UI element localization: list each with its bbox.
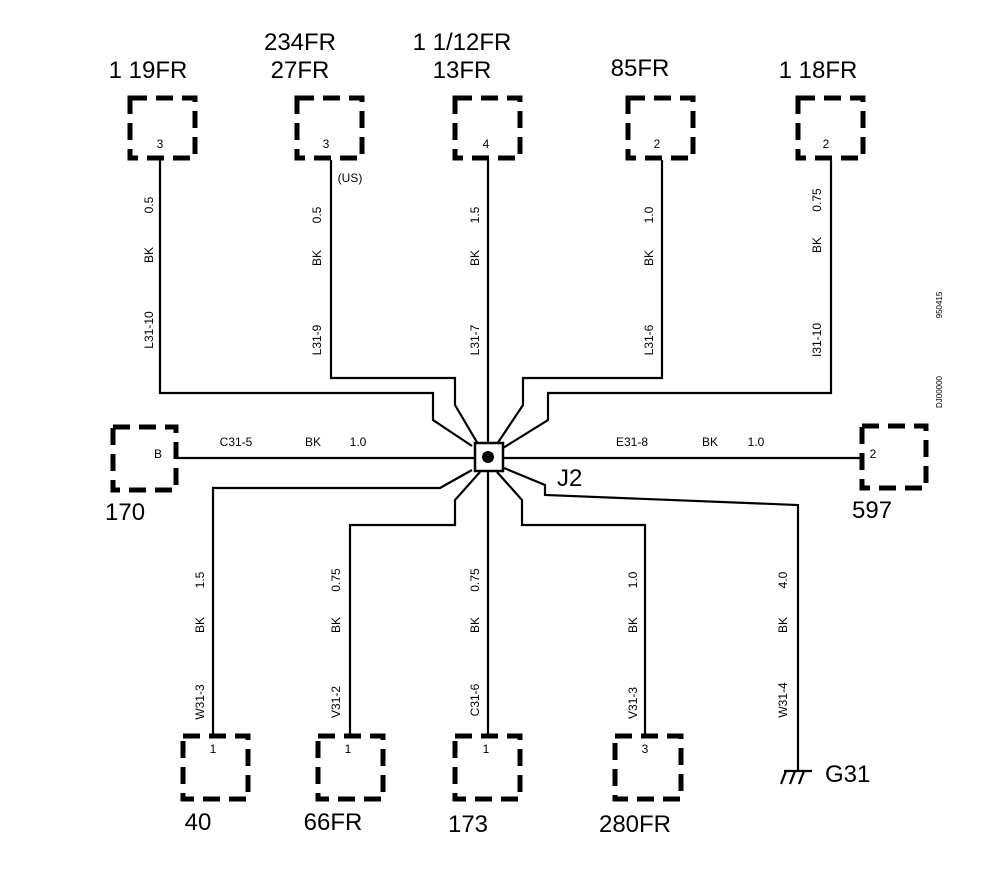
c-173-wire-color: BK xyxy=(468,617,482,633)
c-27fr-wire-code: L31-9 xyxy=(310,324,324,355)
c-173-wire-size: 0.75 xyxy=(468,568,482,592)
c-66fr-wire-code: V31-2 xyxy=(329,686,343,718)
c-597-pin-label: 2 xyxy=(870,447,877,461)
c-170-wire-color: BK xyxy=(305,435,321,449)
g31-wire-color: BK xyxy=(776,617,790,633)
c-27fr-wire-color: BK xyxy=(310,250,324,266)
c-118fr-name-label: 1 18FR xyxy=(779,57,858,84)
c-173-wire-code: C31-6 xyxy=(468,683,482,716)
c-173-pin-label: 1 xyxy=(483,742,490,756)
c-280fr-wire-size: 1.0 xyxy=(626,571,640,588)
side-code-1: 950415 xyxy=(935,291,944,318)
c-119fr-wire-code: L31-10 xyxy=(142,311,156,349)
splice-j2-label: J2 xyxy=(557,465,582,492)
c-280fr-wire xyxy=(496,471,647,736)
c-40-wire xyxy=(211,469,473,736)
c-27fr-wire xyxy=(329,160,479,445)
ground-g31-label: G31 xyxy=(825,761,870,788)
c-85fr-wire-color: BK xyxy=(642,250,656,266)
c-13fr-wire-color: BK xyxy=(468,250,482,266)
c-40-wire-color: BK xyxy=(193,617,207,633)
c-597-wire-code: E31-8 xyxy=(616,435,648,449)
ground-hatch xyxy=(779,770,806,785)
c-170-connector-box xyxy=(110,424,179,493)
c-66fr-wire xyxy=(348,471,481,736)
c-597-wire-color: BK xyxy=(702,435,718,449)
g31-wire xyxy=(503,466,800,770)
c-27fr-connector-box xyxy=(294,95,365,161)
c-597-name-label: 597 xyxy=(852,497,892,524)
c-40-pin-label: 1 xyxy=(210,742,217,756)
c-119fr-wire-size: 0.5 xyxy=(142,196,156,213)
c-118fr-wire-code: I31-10 xyxy=(810,323,824,357)
c-85fr-connector-box xyxy=(625,95,696,161)
c-119fr-connector-box xyxy=(127,95,198,161)
c-118fr-wire-size: 0.75 xyxy=(810,188,824,212)
c-597-wire-size: 1.0 xyxy=(748,435,765,449)
splice-j2-box xyxy=(473,441,505,473)
c-27fr-note-label: (US) xyxy=(338,171,363,185)
c-170-pin-label: B xyxy=(154,447,162,461)
c-66fr-name-label: 66FR xyxy=(304,809,363,836)
c-13fr-name-label: 13FR xyxy=(433,57,492,84)
c-280fr-wire-code: V31-3 xyxy=(626,687,640,719)
c-66fr-connector-box xyxy=(315,733,386,802)
c-170-wire-size: 1.0 xyxy=(350,435,367,449)
c-119fr-name-label: 1 19FR xyxy=(109,57,188,84)
c-173-connector-box xyxy=(452,733,523,802)
c-85fr-pin-label: 2 xyxy=(654,137,661,151)
g31-wire-code: W31-4 xyxy=(776,682,790,718)
g31-wire-size: 4.0 xyxy=(776,571,790,588)
c-119fr-pin-label: 3 xyxy=(157,137,164,151)
c-66fr-wire-size: 0.75 xyxy=(329,568,343,592)
side-code-2: DJ00000 xyxy=(935,375,944,408)
c-170-name-label: 170 xyxy=(105,499,145,526)
c-280fr-name-label: 280FR xyxy=(599,811,671,838)
c-85fr-name-label: 85FR xyxy=(611,55,670,82)
c-27fr-wire-size: 0.5 xyxy=(310,206,324,223)
c-118fr-pin-label: 2 xyxy=(823,137,830,151)
c-280fr-connector-box xyxy=(612,733,684,802)
c-40-name-label: 40 xyxy=(185,809,212,836)
splice-j2-dot xyxy=(482,451,494,463)
c-280fr-pin-label: 3 xyxy=(642,742,649,756)
c-173-name-label: 173 xyxy=(448,811,488,838)
c-13fr-connector-box xyxy=(452,95,523,161)
c-597-connector-box xyxy=(859,423,929,491)
c-13fr-wire-code: L31-7 xyxy=(468,324,482,355)
c-170-wire-code: C31-5 xyxy=(220,435,253,449)
c-13fr-name-label: 1 1/12FR xyxy=(413,29,512,56)
c-85fr-wire-size: 1.0 xyxy=(642,206,656,223)
c-85fr-wire-code: L31-6 xyxy=(642,324,656,355)
c-118fr-wire xyxy=(502,160,833,449)
c-40-connector-box xyxy=(180,733,251,802)
c-13fr-wire-size: 1.5 xyxy=(468,206,482,223)
c-40-wire-code: W31-3 xyxy=(193,684,207,720)
c-13fr-pin-label: 4 xyxy=(483,137,490,151)
c-85fr-wire xyxy=(496,160,664,445)
c-40-wire-size: 1.5 xyxy=(193,571,207,588)
c-66fr-pin-label: 1 xyxy=(345,742,352,756)
c-118fr-connector-box xyxy=(795,95,866,161)
c-118fr-wire-color: BK xyxy=(810,237,824,253)
c-66fr-wire-color: BK xyxy=(329,617,343,633)
c-27fr-name-label: 27FR xyxy=(271,57,330,84)
c-119fr-wire xyxy=(158,160,473,447)
c-119fr-wire-color: BK xyxy=(142,247,156,263)
c-27fr-pin-label: 3 xyxy=(323,137,330,151)
c-27fr-name-label: 234FR xyxy=(264,29,336,56)
c-280fr-wire-color: BK xyxy=(626,617,640,633)
